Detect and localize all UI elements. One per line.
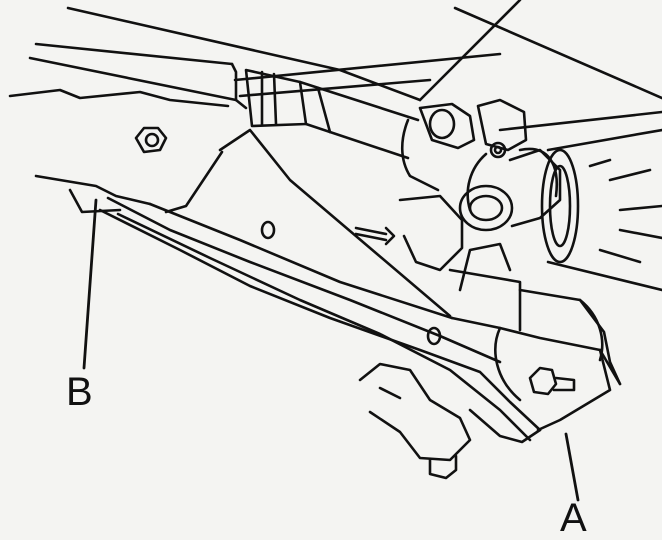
- leader-lines: [82, 198, 580, 502]
- callout-label-b: B: [66, 370, 93, 414]
- crossmember: [34, 128, 542, 444]
- universal-joint: [400, 98, 562, 232]
- mount-bolts: [134, 126, 576, 396]
- transmission-housing: [518, 128, 662, 386]
- drive-shaft: [28, 42, 420, 160]
- callout-label-a: A: [560, 496, 587, 540]
- transmission-mount: [358, 194, 622, 480]
- frame-panel: [8, 0, 662, 132]
